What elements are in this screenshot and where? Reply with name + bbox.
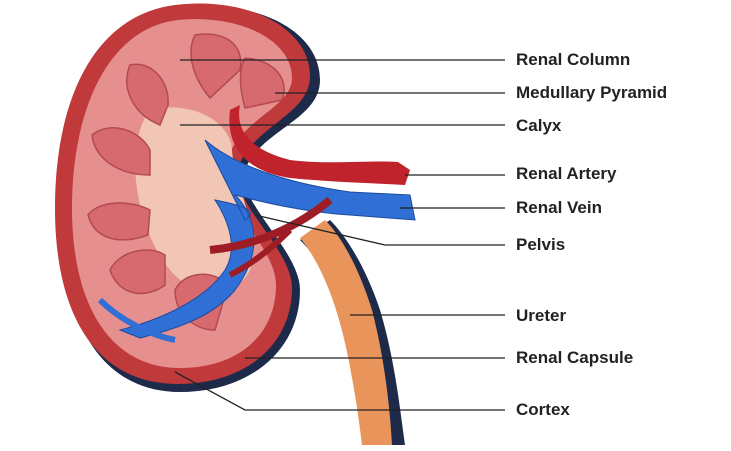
pyramid	[126, 63, 169, 126]
pyramid	[239, 57, 285, 109]
label-medullary-pyramid: Medullary Pyramid	[516, 83, 668, 102]
pyramid	[190, 33, 242, 100]
label-ureter: Ureter	[516, 306, 567, 325]
leader-pelvis	[254, 214, 505, 246]
label-renal-capsule: Renal Capsule	[516, 348, 634, 367]
ureter-fill	[300, 220, 392, 445]
label-calyx: Calyx	[516, 116, 562, 135]
label-renal-vein: Renal Vein	[516, 198, 602, 217]
leader-lines	[174, 59, 505, 411]
label-renal-artery: Renal Artery	[516, 164, 617, 183]
leader-cortex	[174, 371, 505, 411]
pyramid	[109, 249, 166, 295]
artery-branch	[209, 196, 333, 254]
pyramid	[91, 127, 151, 176]
label-renal-column: Renal Column	[516, 50, 631, 69]
pyramid	[87, 202, 151, 241]
vein-branch	[97, 297, 176, 343]
label-cortex: Cortex	[516, 400, 570, 419]
renal-artery	[229, 105, 410, 185]
label-pelvis: Pelvis	[516, 235, 566, 254]
renal-vein	[118, 139, 416, 339]
artery-branch	[228, 227, 293, 278]
